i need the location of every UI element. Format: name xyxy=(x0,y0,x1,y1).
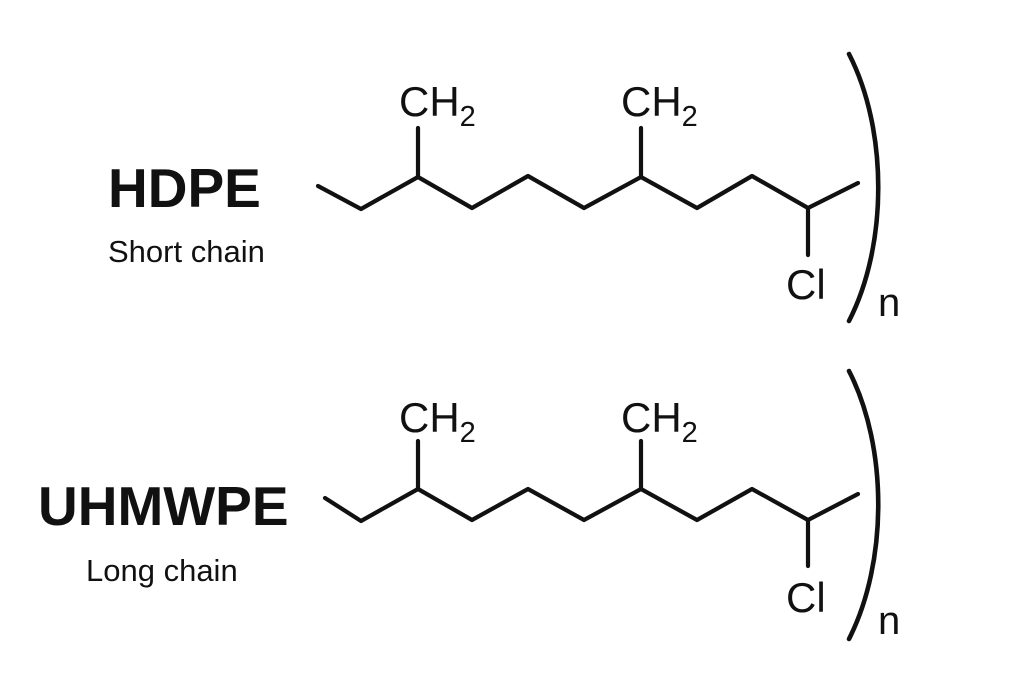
hdpe-structure: CH2 CH2 Cl n xyxy=(315,51,900,325)
uhmwpe-branch-group-1: CH2 xyxy=(399,394,476,449)
hdpe-label: HDPE xyxy=(108,157,261,219)
uhmwpe-closing-bracket xyxy=(846,368,881,642)
uhmwpe-label: UHMWPE xyxy=(38,475,289,537)
uhmwpe-backbone xyxy=(322,486,861,524)
uhmwpe-branch-group-2: CH2 xyxy=(621,394,698,449)
hdpe-repeat-subscript: n xyxy=(878,281,900,325)
hdpe-branch-group-2: CH2 xyxy=(621,78,698,133)
hdpe-closing-bracket xyxy=(846,51,881,324)
hdpe-backbone xyxy=(315,173,861,212)
hdpe-chlorine-atom: Cl xyxy=(786,261,826,308)
uhmwpe-repeat-subscript: n xyxy=(878,599,900,643)
uhmwpe-chlorine-atom: Cl xyxy=(786,574,826,621)
uhmwpe-description: Long chain xyxy=(86,553,238,588)
uhmwpe-structure: CH2 CH2 Cl n xyxy=(322,368,900,643)
hdpe-branch-group-1: CH2 xyxy=(399,78,476,133)
hdpe-description: Short chain xyxy=(108,234,265,269)
